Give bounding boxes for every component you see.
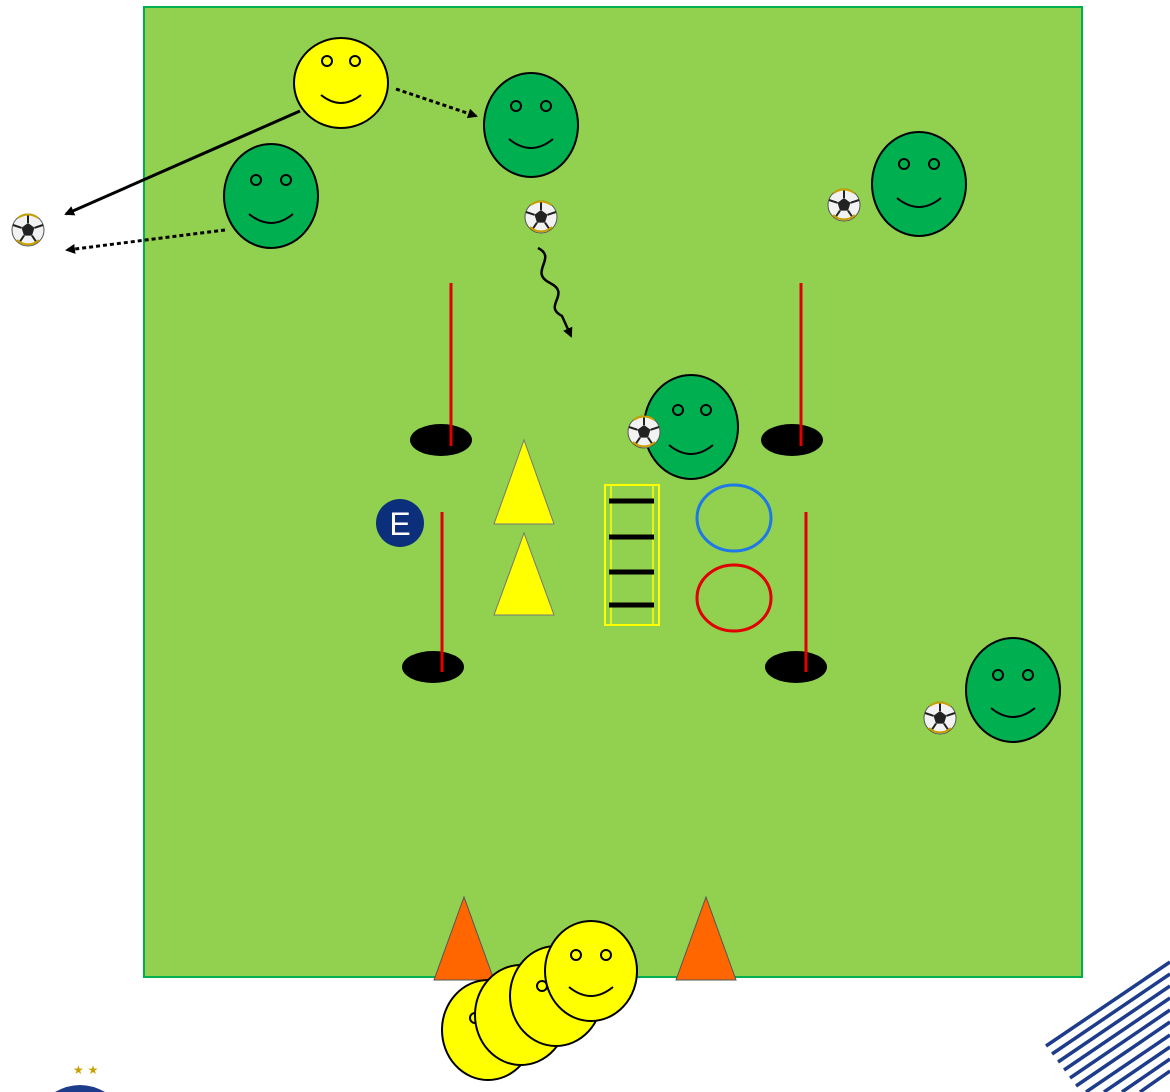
soccer-ball-icon	[524, 200, 558, 234]
svg-text:★ ★: ★ ★	[73, 1063, 98, 1077]
soccer-ball-icon	[11, 213, 45, 247]
soccer-ball-icon	[923, 701, 957, 735]
attacker-player	[293, 37, 389, 129]
cone-yellow	[493, 438, 555, 525]
attacker-queue	[441, 920, 638, 1081]
coach-label: E	[389, 506, 410, 542]
defender-player	[965, 637, 1061, 743]
cone-orange	[433, 895, 495, 981]
hoop-red	[695, 563, 773, 633]
hoop-blue	[695, 483, 773, 553]
pole-bottom-right	[765, 512, 827, 683]
soccer-ball-icon	[627, 415, 661, 449]
run-arrow	[395, 87, 478, 119]
stripes-decoration	[1045, 960, 1170, 1092]
defender-player	[483, 72, 579, 178]
pole-bottom-left	[402, 512, 464, 683]
soccer-ball-icon	[827, 188, 861, 222]
pass-arrow	[64, 109, 301, 216]
coach-badge-icon: E	[376, 499, 424, 547]
pole-top-left	[410, 283, 472, 456]
dribble-arrow	[537, 246, 573, 338]
pole-top-right	[761, 283, 823, 456]
cone-orange	[675, 895, 737, 981]
club-crest-icon: ★ ★	[55, 1063, 105, 1092]
run-arrow	[65, 228, 226, 254]
defender-player	[223, 143, 319, 249]
defender-player	[871, 131, 967, 237]
cone-yellow	[493, 531, 555, 616]
agility-ladder	[604, 484, 660, 626]
